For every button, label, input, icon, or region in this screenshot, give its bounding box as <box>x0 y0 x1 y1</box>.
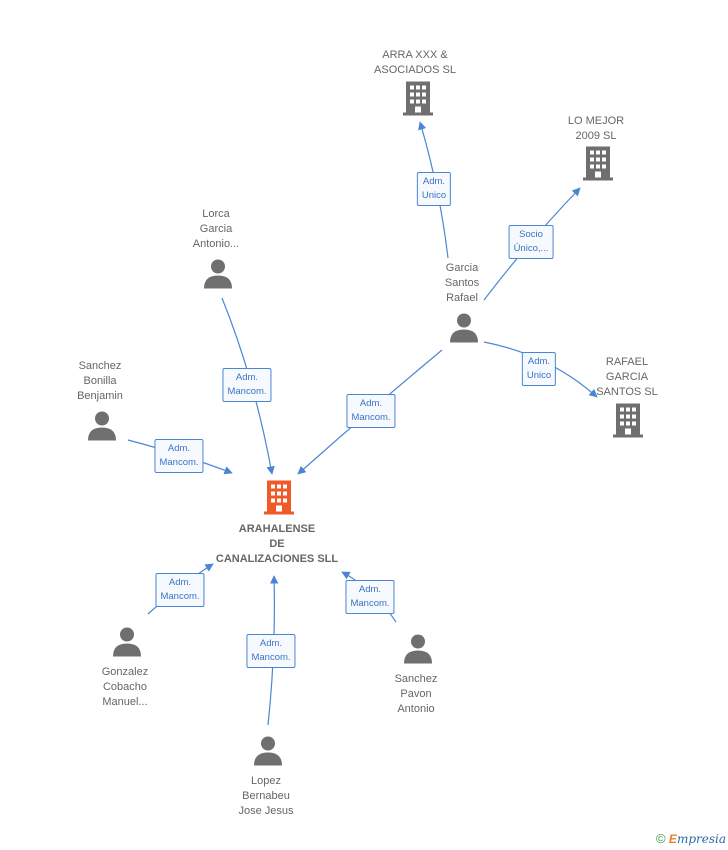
company-label-lomejor[interactable]: LO MEJOR 2009 SL <box>567 115 625 142</box>
person-icon[interactable] <box>112 627 142 662</box>
building-icon[interactable] <box>583 146 613 186</box>
building-icon[interactable] <box>613 403 643 443</box>
person-icon[interactable] <box>87 411 117 446</box>
brand-initial: E <box>668 832 677 846</box>
person-label-lopez[interactable]: Lopez Bernabeu Jose Jesus <box>238 775 294 817</box>
company-label-arra[interactable]: ARRA XXX & ASOCIADOS SL <box>374 49 456 76</box>
relation-sanchezb-center[interactable]: Adm. Mancom. <box>154 439 204 473</box>
relation-garcia-lomejor[interactable]: Socio Único,... <box>508 225 554 259</box>
person-label-gonzalez[interactable]: Gonzalez Cobacho Manuel... <box>101 666 149 708</box>
company-building-rafaelsl <box>613 403 643 438</box>
main-company-label[interactable]: ARAHALENSE DE CANALIZACIONES SLL <box>215 523 339 565</box>
person-label-lorca[interactable]: Lorca Garcia Antonio... <box>192 208 240 250</box>
person-garcia <box>450 313 478 343</box>
person-sanchezp <box>404 634 432 664</box>
relation-gonzalez-center[interactable]: Adm. Mancom. <box>155 573 205 607</box>
person-label-garcia[interactable]: Garcia Santos Rafael <box>444 262 480 304</box>
person-lorca <box>204 259 232 289</box>
building-icon[interactable] <box>403 81 433 121</box>
footer-brand[interactable]: © Empresia <box>656 831 726 846</box>
person-icon[interactable] <box>403 634 433 669</box>
person-sanchezb <box>88 411 116 441</box>
main-company-building <box>264 480 294 515</box>
person-gonzalez <box>113 627 141 657</box>
person-lopez <box>254 736 282 766</box>
brand-name: mpresia <box>676 832 726 846</box>
company-building-lomejor <box>583 146 613 181</box>
relation-garcia-center[interactable]: Adm. Mancom. <box>346 394 396 428</box>
person-label-sanchezb[interactable]: Sanchez Bonilla Benjamin <box>77 360 123 402</box>
relation-garcia-rafaelsl[interactable]: Adm. Unico <box>521 352 557 386</box>
person-icon[interactable] <box>449 313 479 348</box>
relation-garcia-arra[interactable]: Adm. Unico <box>416 172 452 206</box>
copyright-icon: © <box>655 831 666 846</box>
relation-lorca-center[interactable]: Adm. Mancom. <box>222 368 272 402</box>
company-label-rafaelsl[interactable]: RAFAEL GARCIA SANTOS SL <box>596 356 658 398</box>
person-label-sanchezp[interactable]: Sanchez Pavon Antonio <box>394 673 438 715</box>
company-building-arra <box>403 81 433 116</box>
person-icon[interactable] <box>203 259 233 294</box>
relation-sanchezp-center[interactable]: Adm. Mancom. <box>345 580 395 614</box>
person-icon[interactable] <box>253 736 283 771</box>
relation-lopez-center[interactable]: Adm. Mancom. <box>246 634 296 668</box>
building-icon[interactable] <box>264 480 294 520</box>
